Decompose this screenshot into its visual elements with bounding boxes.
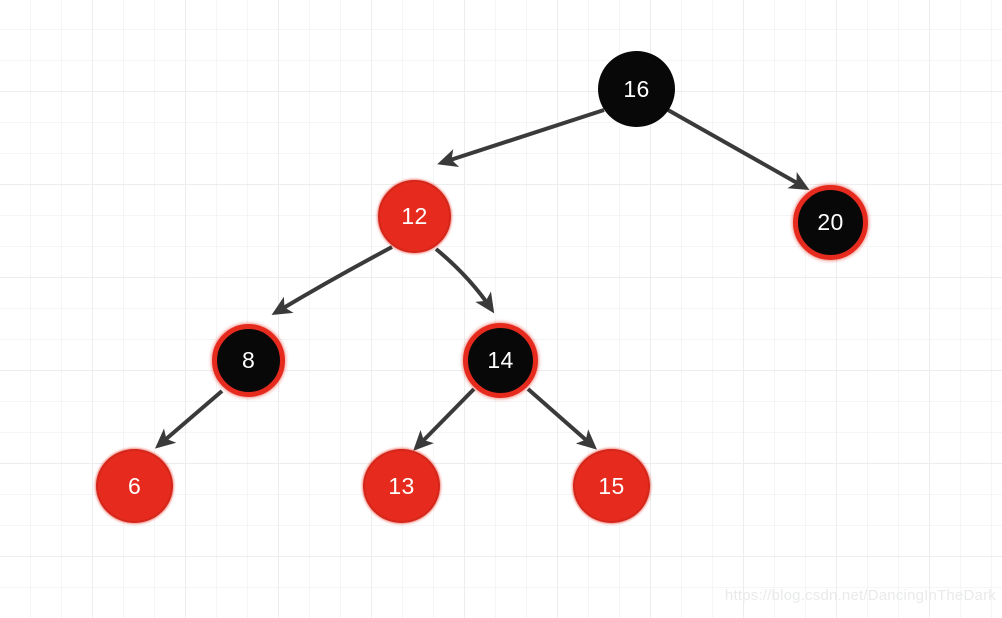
tree-node-label: 13 [388, 472, 415, 499]
watermark-text: https://blog.csdn.net/DancingInTheDark [724, 587, 996, 604]
tree-node-6[interactable]: 6 [96, 449, 173, 523]
edge-8-6 [154, 389, 224, 449]
tree-node-8[interactable]: 8 [212, 324, 285, 397]
tree-node-15[interactable]: 15 [573, 449, 650, 523]
tree-node-12[interactable]: 12 [378, 180, 451, 253]
tree-node-label: 8 [241, 347, 256, 373]
edge-12-8 [271, 245, 393, 316]
edge-14-13 [413, 387, 476, 451]
edge-16-12 [437, 108, 605, 167]
edge-14-15 [526, 387, 598, 450]
tree-node-14[interactable]: 14 [463, 323, 538, 398]
tree-node-label: 20 [817, 209, 844, 235]
tree-node-16[interactable]: 16 [598, 51, 675, 127]
tree-node-label: 14 [487, 347, 514, 373]
edge-16-20 [667, 108, 810, 190]
tree-node-label: 16 [623, 75, 650, 102]
edge-12-14 [434, 247, 495, 314]
tree-node-label: 12 [401, 203, 428, 229]
tree-node-label: 15 [598, 472, 625, 499]
tree-node-13[interactable]: 13 [363, 449, 440, 523]
tree-node-20[interactable]: 20 [793, 185, 868, 260]
tree-node-label: 6 [127, 472, 142, 499]
